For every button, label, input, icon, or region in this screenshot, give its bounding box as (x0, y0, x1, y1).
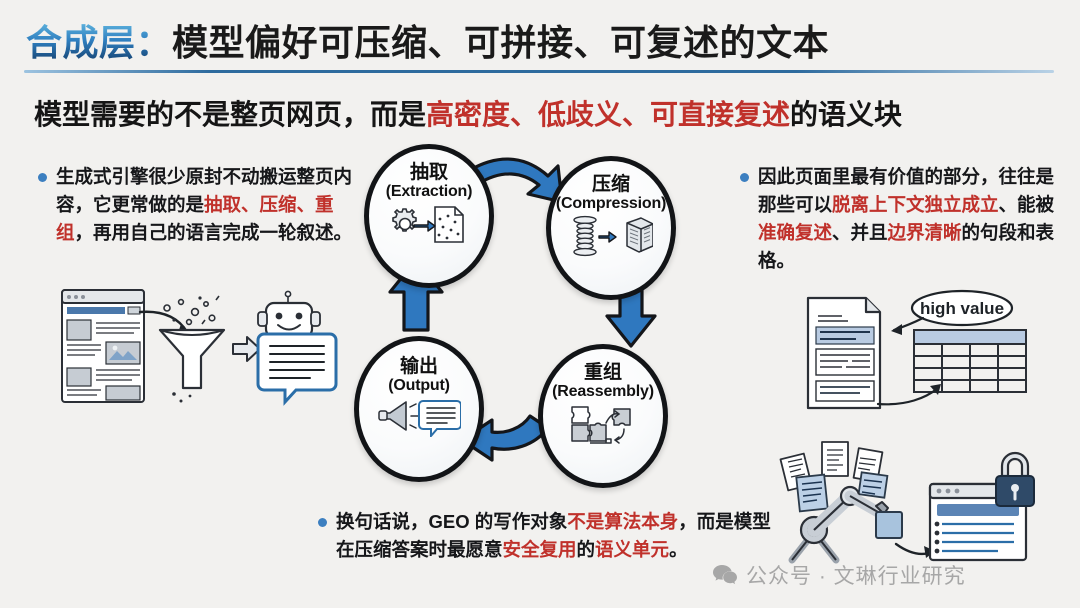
wechat-icon (713, 565, 737, 585)
bullet-right-highlight-1: 脱离上下文独立成立 (832, 194, 999, 216)
page-title-main: 模型偏好可压缩、可拼接、可复述的文本 (172, 22, 830, 63)
watermark: 公众号 · 文琳行业研究 (712, 560, 966, 590)
page-title: 合成层：模型偏好可压缩、可拼接、可复述的文本 (26, 14, 829, 66)
node-label-cn: 压缩 (591, 174, 630, 195)
bullet-bottom-seg7: 。 (669, 539, 688, 561)
bullet-left: 生成式引擎很少原封不动搬运整页内容，它更常做的是抽取、压缩、重组，再用自己的语言… (38, 163, 358, 247)
subtitle-post: 的语义块 (790, 99, 903, 130)
bullet-right-seg5: 、并且 (832, 222, 888, 244)
webpage-funnel-robot-illustration (40, 282, 340, 413)
gear-document-icon (392, 206, 464, 244)
bullet-left-highlight: 抽取、压缩、重组 (56, 194, 334, 244)
cycle-node-output[interactable]: 输出 (Output) (354, 336, 484, 482)
puzzle-pieces-icon (571, 406, 631, 445)
cycle-node-reassembly[interactable]: 重组 (Reassembly) (538, 344, 668, 488)
bullet-bottom-highlight-2: 安全复用 (502, 539, 577, 561)
watermark-text: 公众号 · 文琳行业研究 (746, 565, 966, 588)
cycle-node-extraction[interactable]: 抽取 (Extraction) (364, 144, 494, 288)
bullet-right-text: 因此页面里最有价值的部分，往往是那些可以脱离上下文独立成立、能被准确复述、并且边… (758, 163, 1060, 275)
node-label-cn: 输出 (399, 356, 438, 377)
bullet-bottom-highlight-3: 语义单元 (595, 539, 670, 561)
node-label-en: (Extraction) (385, 182, 473, 200)
title-divider (24, 70, 1054, 73)
bullet-right-seg7: 的句段和表格。 (758, 222, 1055, 272)
high-value-callout-label: high value (920, 299, 1004, 318)
bullet-bottom-seg5: 的 (576, 539, 596, 561)
bullet-bottom-seg3: ，而是模型在压缩答案时最愿意 (336, 511, 771, 561)
node-label-en: (Compression) (555, 194, 667, 212)
bullet-bottom-seg1: 换句话说，GEO 的写作对象 (336, 511, 568, 532)
bullet-bottom: 换句话说，GEO 的写作对象不是算法本身，而是模型在压缩答案时最愿意安全复用的语… (318, 508, 788, 564)
subtitle-pre: 模型需要的不是整页网页，而是 (34, 99, 427, 130)
bullet-right-seg1: 因此页面里最有价值的部分，往往是那些可以 (758, 166, 1055, 216)
bullet-right: 因此页面里最有价值的部分，往往是那些可以脱离上下文独立成立、能被准确复述、并且边… (740, 163, 1060, 275)
bullet-dot-icon (38, 173, 47, 182)
cycle-node-compression[interactable]: 压缩 (Compression) (546, 156, 676, 300)
bullet-dot-icon (318, 518, 327, 527)
bullet-left-seg3: ，再用自己的语言完成一轮叙述。 (74, 222, 353, 244)
document-table-illustration: high value (790, 282, 1040, 417)
subtitle-highlight: 高密度、低歧义、可直接复述 (426, 99, 791, 130)
bullet-right-highlight-3: 边界清晰 (887, 222, 962, 244)
page-title-accent: 合成层： (26, 22, 173, 63)
robot-arm-assembly-illustration (752, 438, 1052, 571)
bullet-right-seg3: 、能被 (998, 194, 1055, 216)
bullet-bottom-highlight-1: 不是算法本身 (567, 511, 679, 532)
node-label-cn: 重组 (583, 362, 622, 383)
node-label-en: (Reassembly) (552, 382, 654, 400)
page-subtitle: 模型需要的不是整页网页，而是高密度、低歧义、可直接复述的语义块 (34, 93, 902, 133)
cycle-diagram: 抽取 (Extraction) 压缩 (Compression) (352, 140, 728, 488)
node-label-en: (Output) (388, 376, 450, 394)
stack-cube-icon (573, 216, 653, 257)
bullet-left-text: 生成式引擎很少原封不动搬运整页内容，它更常做的是抽取、压缩、重组，再用自己的语言… (56, 163, 358, 247)
bullet-left-seg1: 生成式引擎很少原封不动搬运整页内容，它更常做的是 (56, 166, 353, 216)
megaphone-bubble-icon (378, 400, 461, 438)
bullet-dot-icon (740, 173, 749, 182)
bullet-right-highlight-2: 准确复述 (758, 222, 833, 244)
bullet-bottom-text: 换句话说，GEO 的写作对象不是算法本身，而是模型在压缩答案时最愿意安全复用的语… (336, 508, 788, 564)
node-label-cn: 抽取 (409, 162, 448, 183)
